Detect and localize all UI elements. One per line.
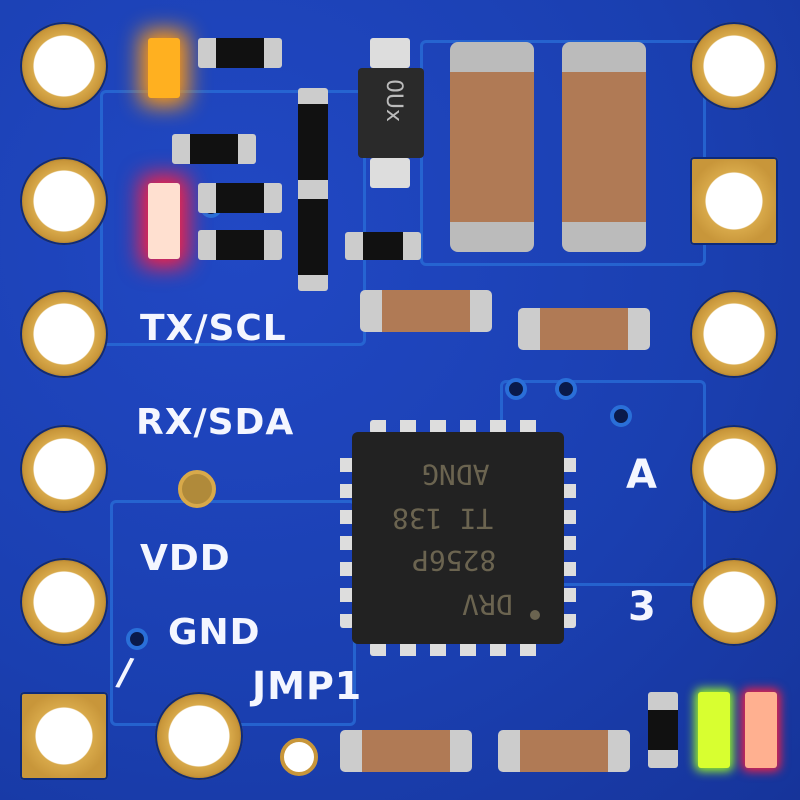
label-rx-sda: RX/SDA xyxy=(136,402,295,443)
header-pad-right-4 xyxy=(690,425,778,513)
resistor-vertical xyxy=(298,88,328,196)
resistor xyxy=(198,230,282,260)
chip-pins-left xyxy=(340,452,354,628)
header-pad-left-3 xyxy=(20,290,108,378)
capacitor xyxy=(518,308,650,350)
header-pad-left-1 xyxy=(20,22,108,110)
led-orange xyxy=(148,38,180,98)
header-pad-left-6-square xyxy=(20,692,108,780)
small-hole xyxy=(280,738,318,776)
pin1-dot xyxy=(530,610,540,620)
label-jmp1: JMP1 xyxy=(252,664,363,708)
chip-line-3: TI 138 xyxy=(392,502,494,535)
resistor xyxy=(172,134,256,164)
chip-line-1: DRV xyxy=(462,588,513,621)
sot-pin xyxy=(370,158,410,188)
led-red xyxy=(148,183,180,259)
chip-pins-bottom xyxy=(370,642,546,656)
resistor-vertical xyxy=(298,183,328,291)
capacitor xyxy=(498,730,630,772)
header-pad-left-5 xyxy=(20,558,108,646)
sot-pin xyxy=(370,38,410,68)
chip-line-4: ADNG xyxy=(422,458,490,491)
header-pad-left-2 xyxy=(20,157,108,245)
label-vdd: VDD xyxy=(140,538,231,579)
label-a: A xyxy=(626,452,658,498)
via xyxy=(126,628,148,650)
label-gnd: GND xyxy=(168,612,261,653)
sot-diode: 0Ux xyxy=(358,68,424,158)
label-tx-scl: TX/SCL xyxy=(140,308,287,349)
resistor xyxy=(198,38,282,68)
jumper-pad xyxy=(155,692,243,780)
capacitor xyxy=(360,290,492,332)
chip-line-2: 8256P xyxy=(412,544,497,577)
resistor xyxy=(345,232,421,260)
header-pad-right-1 xyxy=(690,22,778,110)
capacitor-large xyxy=(562,42,646,252)
header-pad-right-5 xyxy=(690,558,778,646)
capacitor xyxy=(340,730,472,772)
label-3: 3 xyxy=(628,584,657,630)
capacitor-large xyxy=(450,42,534,252)
header-pad-right-2-square xyxy=(690,157,778,245)
chip-pins-top xyxy=(370,420,546,434)
header-pad-right-3 xyxy=(690,290,778,378)
sot-marking: 0Ux xyxy=(381,78,407,123)
via xyxy=(505,378,527,400)
via xyxy=(555,378,577,400)
resistor-vertical xyxy=(648,692,678,768)
header-pad-left-4 xyxy=(20,425,108,513)
resistor xyxy=(198,183,282,213)
led-green xyxy=(698,692,730,768)
via xyxy=(610,405,632,427)
motor-driver-chip: ADNG TI 138 8256P DRV xyxy=(352,432,564,644)
led-red-bottom xyxy=(745,692,777,768)
chip-pins-right xyxy=(562,452,576,628)
center-pad xyxy=(178,470,216,508)
